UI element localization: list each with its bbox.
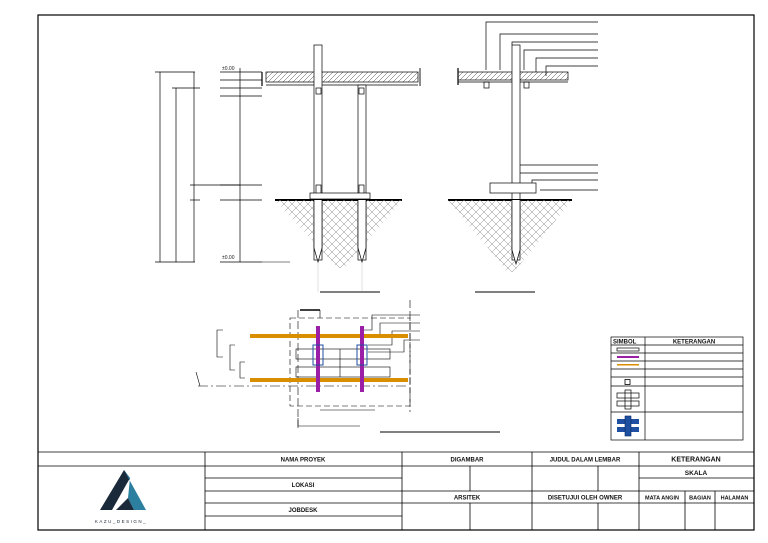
sheet-title-label: JUDUL DALAM LEMBAR	[550, 458, 621, 464]
legend-header-symbol: SIMBOL	[613, 340, 637, 346]
purple-line-icon	[617, 356, 639, 358]
cross-joint-icon	[616, 389, 640, 410]
notes-label: KETERANGAN	[671, 457, 720, 464]
level-bottom-label: ±0.00	[222, 255, 235, 261]
plan-beam-top	[250, 334, 408, 338]
orange-line-icon	[617, 364, 639, 366]
scale-label: SKALA	[685, 470, 708, 477]
drawn-label: DIGAMBAR	[451, 458, 485, 464]
slab-symbol-icon	[616, 347, 640, 352]
section-left	[155, 44, 421, 293]
plan-post-left	[316, 326, 320, 392]
owner-approval-label: DISETUJUI OLEH OWNER	[548, 496, 623, 502]
architect-label: ARSITEK	[454, 496, 481, 502]
part-label: BAGIAN	[689, 496, 711, 502]
plan-view	[195, 300, 500, 433]
title-block	[38, 451, 754, 530]
logo-text: KAZU_DESIGN_	[95, 519, 147, 524]
company-logo: KAZU_DESIGN_	[95, 470, 147, 524]
plan-post-right	[360, 326, 364, 392]
level-top-label: ±0.00	[222, 66, 235, 72]
square-marker-icon	[624, 379, 631, 385]
plan-beam-bottom	[250, 378, 408, 382]
jobdesk-label: JOBDESK	[288, 508, 318, 514]
page-label: HALAMAN	[721, 496, 749, 502]
legend-table	[610, 336, 744, 441]
location-label: LOKASI	[292, 483, 315, 489]
cross-joint-filled-icon	[617, 415, 639, 437]
legend-symbols	[616, 347, 640, 437]
legend-header-desc: KETERANGAN	[673, 340, 715, 346]
compass-label: MATA ANGIN	[645, 496, 679, 502]
sheet-border	[37, 14, 755, 531]
section-right	[448, 21, 598, 293]
project-name-label: NAMA PROYEK	[281, 458, 326, 464]
